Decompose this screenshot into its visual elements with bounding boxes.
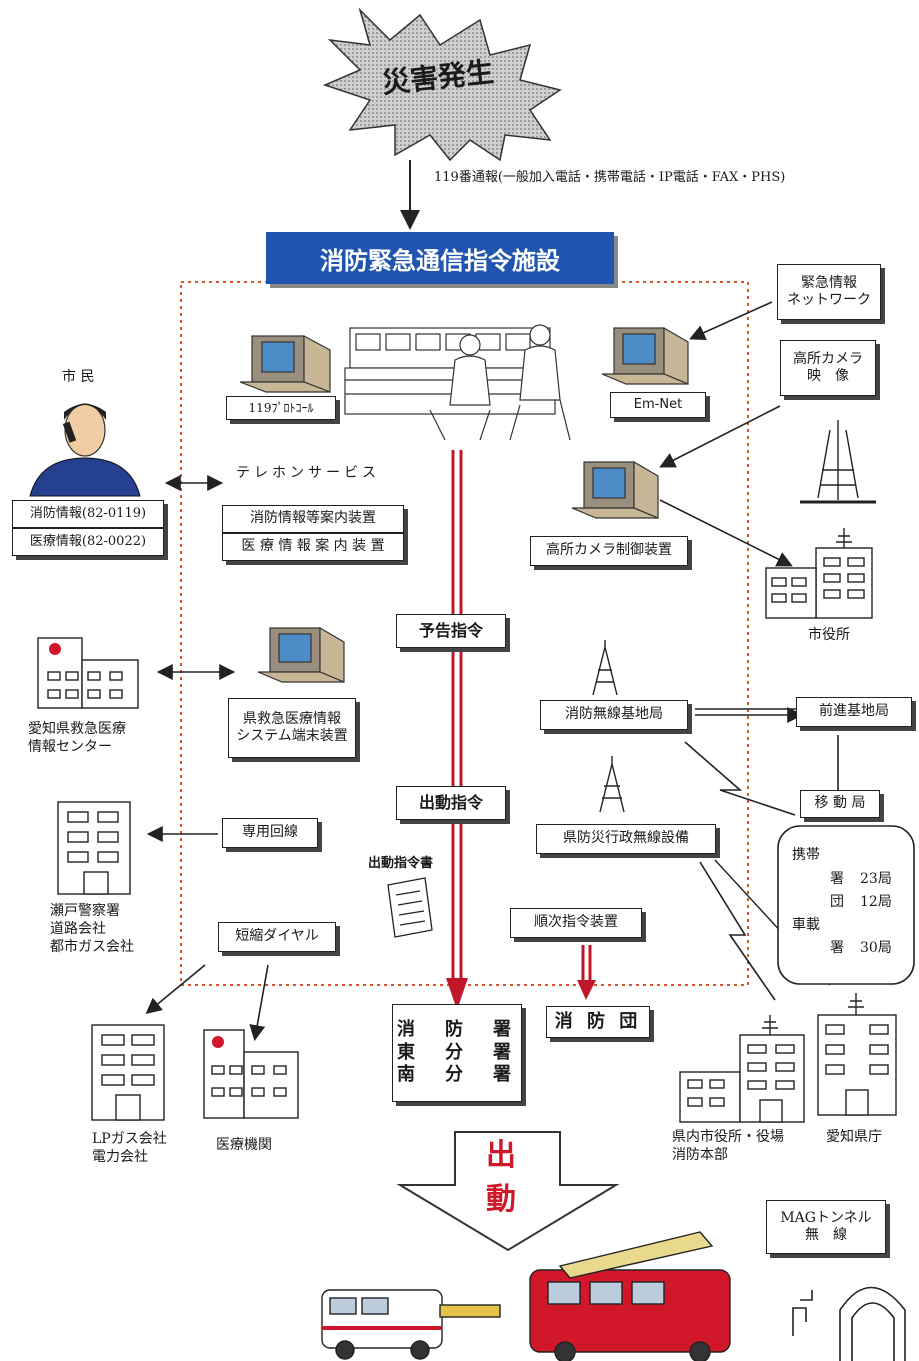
police-building — [57, 801, 131, 895]
aichi-pref-office-building — [817, 993, 897, 1116]
mag-tunnel-line-2: 無 線 — [805, 1227, 847, 1243]
station-label-1: 署 — [830, 871, 844, 887]
em-net-box: Em-Net — [610, 392, 706, 418]
medical-terminal-box: 県救急医療情報 システム端末装置 — [228, 698, 356, 758]
facility-border — [180, 281, 749, 986]
fire-guide-device: 消防情報等案内装置 — [222, 505, 404, 533]
mag-tunnel-line-1: MAGトンネル — [780, 1209, 872, 1226]
city-hall-building — [765, 528, 873, 619]
protocol-119-box: 119ﾌﾟﾛﾄｺｰﾙ — [226, 396, 336, 420]
portable-label: 携帯 — [792, 847, 820, 863]
vehicle-label: 車載 — [792, 917, 820, 933]
police-line-1: 瀬戸警察署 — [50, 903, 120, 919]
vehicle-station-count: 30局 — [860, 940, 892, 956]
pref-municipal-label: 県内市役所・役場 消防本部 — [672, 1128, 784, 1164]
pref-disaster-radio-box: 県防災行政無線設備 — [536, 824, 716, 854]
dedicated-line-box: 専用回線 — [222, 818, 318, 848]
aichi-medical-center-line-1: 愛知県救急医療 — [28, 721, 126, 737]
lp-gas-power-label: LPガス会社 電力会社 — [92, 1130, 167, 1166]
medical-info-box: 医療情報(82-0022) — [12, 528, 164, 556]
medical-institution-building — [203, 1029, 299, 1119]
police-etc-label: 瀬戸警察署 道路会社 都市ガス会社 — [50, 902, 134, 957]
medical-center-building — [37, 637, 139, 709]
municipal-buildings — [679, 1015, 805, 1123]
pref-municipal-line-1: 県内市役所・役場 — [672, 1129, 784, 1145]
computer-icon-camera — [571, 460, 659, 519]
fire-station-main: 消 防 署 — [397, 1019, 517, 1041]
medical-guide-device: 医 療 情 報 案 内 装 置 — [222, 533, 404, 561]
disaster-starburst — [322, 7, 562, 162]
camera-control-box: 高所カメラ制御装置 — [530, 536, 688, 566]
high-camera-video-box: 高所カメラ 映 像 — [780, 340, 876, 396]
station-count-2: 12局 — [860, 894, 892, 910]
advance-notice-box: 予告指令 — [396, 614, 506, 648]
lp-gas-line: LPガス会社 — [92, 1131, 167, 1147]
fire-radio-base-box: 消防無線基地局 — [540, 700, 688, 730]
police-line-3: 都市ガス会社 — [50, 939, 134, 956]
fire-info-box: 消防情報(82-0119) — [12, 500, 164, 528]
citizen-label: 市 民 — [62, 369, 95, 385]
emergency-network-line-1: 緊急情報 — [801, 274, 857, 291]
power-line: 電力会社 — [92, 1149, 148, 1166]
fire-vehicles-illustration — [321, 1231, 731, 1361]
radio-tower-2 — [599, 756, 625, 813]
dispatch-big-arrow — [396, 1131, 620, 1252]
tower-illustration — [800, 420, 876, 504]
speed-dial-box: 短縮ダイヤル — [218, 922, 336, 952]
facility-title: 消防緊急通信指令施設 — [266, 232, 614, 284]
city-hall-label: 市役所 — [808, 627, 850, 643]
fire-station-east: 東 分 署 — [397, 1041, 517, 1063]
dispatch-document-icon — [387, 877, 433, 938]
citizen-person-illustration — [29, 403, 141, 497]
aichi-medical-center-line-2: 情報センター — [28, 739, 112, 756]
forward-base-box: 前進基地局 — [796, 697, 912, 727]
report-119-label: 119番通報(一般加入電話・携帯電話・IP電話・FAX・PHS) — [434, 170, 786, 185]
radio-tower-1 — [592, 640, 618, 696]
emergency-network-line-2: ネットワーク — [787, 292, 871, 308]
telephone-service-label: テレホンサービス — [236, 465, 380, 481]
fire-station-south: 南 分 署 — [397, 1064, 517, 1086]
aichi-medical-center-label: 愛知県救急医療 情報センター — [28, 720, 126, 756]
high-camera-video-line-1: 高所カメラ — [793, 350, 863, 367]
mobile-station-box: 移 動 局 — [800, 790, 880, 818]
sequential-command-box: 順次指令装置 — [510, 908, 642, 938]
dispatch-document-label: 出動指令書 — [368, 856, 434, 871]
tunnel-illustration — [792, 1286, 906, 1361]
computer-icon-emnet — [601, 326, 689, 385]
pref-municipal-line-2: 消防本部 — [672, 1147, 728, 1164]
fire-brigade-box: 消 防 団 — [546, 1006, 650, 1038]
police-line-2: 道路会社 — [50, 921, 106, 938]
station-count-1: 23局 — [860, 871, 892, 887]
station-label-2: 団 — [830, 894, 844, 910]
mag-tunnel-box: MAGトンネル 無 線 — [766, 1200, 886, 1254]
medical-terminal-line-2: システム端末装置 — [236, 728, 348, 744]
computer-icon-119 — [239, 334, 331, 393]
aichi-pref-office-label: 愛知県庁 — [826, 1129, 882, 1145]
fire-stations-box: 消 防 署 東 分 署 南 分 署 — [392, 1004, 522, 1102]
dispatch-big-char-1: 出 — [486, 1138, 516, 1173]
medical-institutions-label: 医療機関 — [216, 1137, 272, 1153]
lp-gas-building — [91, 1024, 165, 1121]
mobile-detail-box — [777, 825, 915, 985]
high-camera-video-line-2: 映 像 — [807, 368, 849, 384]
medical-terminal-line-1: 県救急医療情報 — [243, 710, 341, 727]
vehicle-station-label: 署 — [830, 940, 844, 956]
emergency-network-box: 緊急情報 ネットワーク — [777, 264, 881, 320]
dispatch-big-char-2: 動 — [486, 1182, 516, 1217]
command-console-illustration — [344, 324, 571, 441]
computer-icon-medical — [257, 626, 345, 683]
dispatch-order-box: 出動指令 — [396, 786, 506, 820]
